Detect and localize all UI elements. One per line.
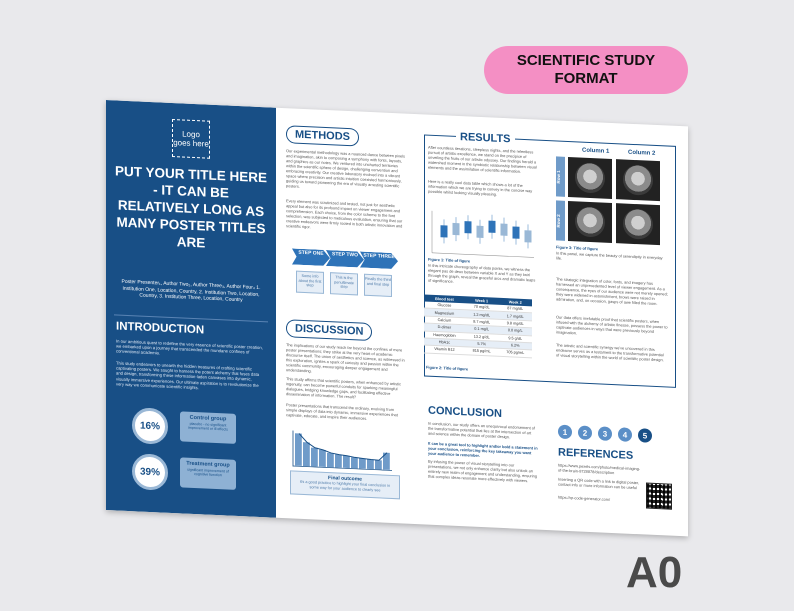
poster: Logo goes here PUT YOUR TITLE HERE - IT … [106, 100, 688, 537]
column-2-label: Column 2 [628, 149, 656, 157]
brain-scan-image [568, 200, 612, 243]
discussion-paragraph-2: This study affirms that scientific poste… [286, 376, 401, 400]
methods-paragraph-2: Every element was scrutinized and tested… [286, 198, 403, 230]
bar [311, 447, 318, 467]
number-circle: 4 [618, 427, 632, 442]
final-outcome-box: Final outcome it's a good practice to hi… [290, 470, 400, 500]
box [464, 221, 472, 234]
box-plot-chart [431, 210, 534, 258]
bar [303, 442, 310, 467]
box [488, 220, 496, 233]
row-2-label: Row 2 [556, 200, 565, 241]
methods-heading: METHODS [286, 125, 359, 147]
intro-heading: INTRODUCTION [116, 320, 205, 337]
stat-ring-1: 16% [132, 407, 168, 445]
step-two-box: This is the penultimate step [330, 272, 358, 296]
reference-2: Inserting a QR code with a link to digit… [558, 476, 640, 491]
left-panel: Logo goes here PUT YOUR TITLE HERE - IT … [106, 100, 276, 518]
intro-paragraph-2: This study endeavors to unearth the hidd… [116, 360, 260, 391]
number-circle: 3 [598, 426, 612, 441]
conclusion-paragraph-1: In conclusion, our study offers an unequ… [428, 420, 535, 440]
group-1-text: placebo - no significant improvement or … [188, 421, 228, 432]
references-heading: REFERENCES [558, 446, 634, 462]
authors: Poster Presenter₁, Author Two₂, Author T… [121, 278, 261, 304]
discussion-paragraph-3: Poster presentations that transcend the … [286, 402, 398, 421]
box [500, 223, 508, 236]
treatment-group-box: Treatment group significant improvement … [180, 457, 236, 490]
table-cell: 815 pg/mL [464, 347, 499, 356]
table-cell: Vitamin B12 [424, 345, 465, 355]
badge-line-1: SCIENTIFIC STUDY [516, 52, 656, 69]
format-badge: SCIENTIFIC STUDY FORMAT [484, 46, 688, 94]
intro-paragraph-1: In our ambitious quest to redefine the v… [116, 338, 263, 356]
box [440, 225, 448, 238]
bar [319, 449, 326, 467]
reference-3: https://qr-code-generator.com/ [558, 494, 611, 502]
results-paragraph-1: After countless iterations, sleepless ni… [428, 144, 537, 174]
brain-scan-image [616, 159, 660, 202]
stat-ring-2: 39% [132, 453, 168, 491]
bar [383, 452, 390, 470]
brain-scan-image [616, 203, 660, 246]
trend-line [298, 433, 388, 461]
step-one: STEP ONE [292, 248, 330, 266]
box [512, 226, 520, 239]
number-circle: 2 [578, 425, 592, 441]
logo-placeholder: Logo goes here [172, 118, 210, 159]
bar [343, 455, 350, 469]
conclusion-highlight: It can be a great tool to highlight and/… [428, 440, 538, 458]
x-axis [293, 465, 392, 471]
decline-bar-chart [292, 430, 392, 471]
discussion-paragraph-1: The implications of our study reach far … [286, 342, 405, 374]
reference-1: https://www.pexels.com/photo/medical-ima… [558, 462, 641, 476]
number-circle: 1 [558, 424, 572, 440]
badge-line-2: FORMAT [554, 70, 618, 87]
step-three-box: Finally the third and final step [364, 273, 392, 297]
table-cell: 705 pg/mL [498, 348, 532, 358]
step-one-box: Some info about the first step [296, 270, 324, 294]
control-group-box: Control group placebo - no significant i… [180, 411, 236, 444]
brain-scan-image [568, 156, 612, 199]
row-1-label: Row 1 [556, 156, 565, 197]
x-axis [432, 252, 534, 258]
bar [327, 452, 334, 468]
box [524, 230, 532, 243]
bar [359, 458, 366, 469]
conclusion-paragraph-2: By infusing the power of visual storytel… [428, 458, 538, 484]
bar [367, 459, 374, 470]
conclusion-heading: CONCLUSION [428, 404, 502, 420]
box [476, 225, 484, 238]
step-two: STEP TWO [326, 250, 364, 268]
discussion-heading: DISCUSSION [286, 319, 373, 342]
bar [295, 433, 302, 466]
results-paragraph-3: The strategic integration of color, font… [556, 276, 668, 307]
bar [351, 457, 358, 469]
qr-code [646, 482, 672, 510]
poster-title: PUT YOUR TITLE HERE - IT CAN BE RELATIVE… [114, 163, 267, 251]
step-three: STEP THREE [360, 252, 398, 270]
box [452, 222, 460, 236]
bar [375, 460, 382, 470]
size-label: A0 [626, 548, 683, 597]
methods-paragraph-1: Our experimental methodology was a nuanc… [286, 148, 405, 189]
column-1-label: Column 1 [582, 147, 610, 155]
bar [335, 454, 342, 468]
number-circle: 5 [638, 428, 652, 443]
